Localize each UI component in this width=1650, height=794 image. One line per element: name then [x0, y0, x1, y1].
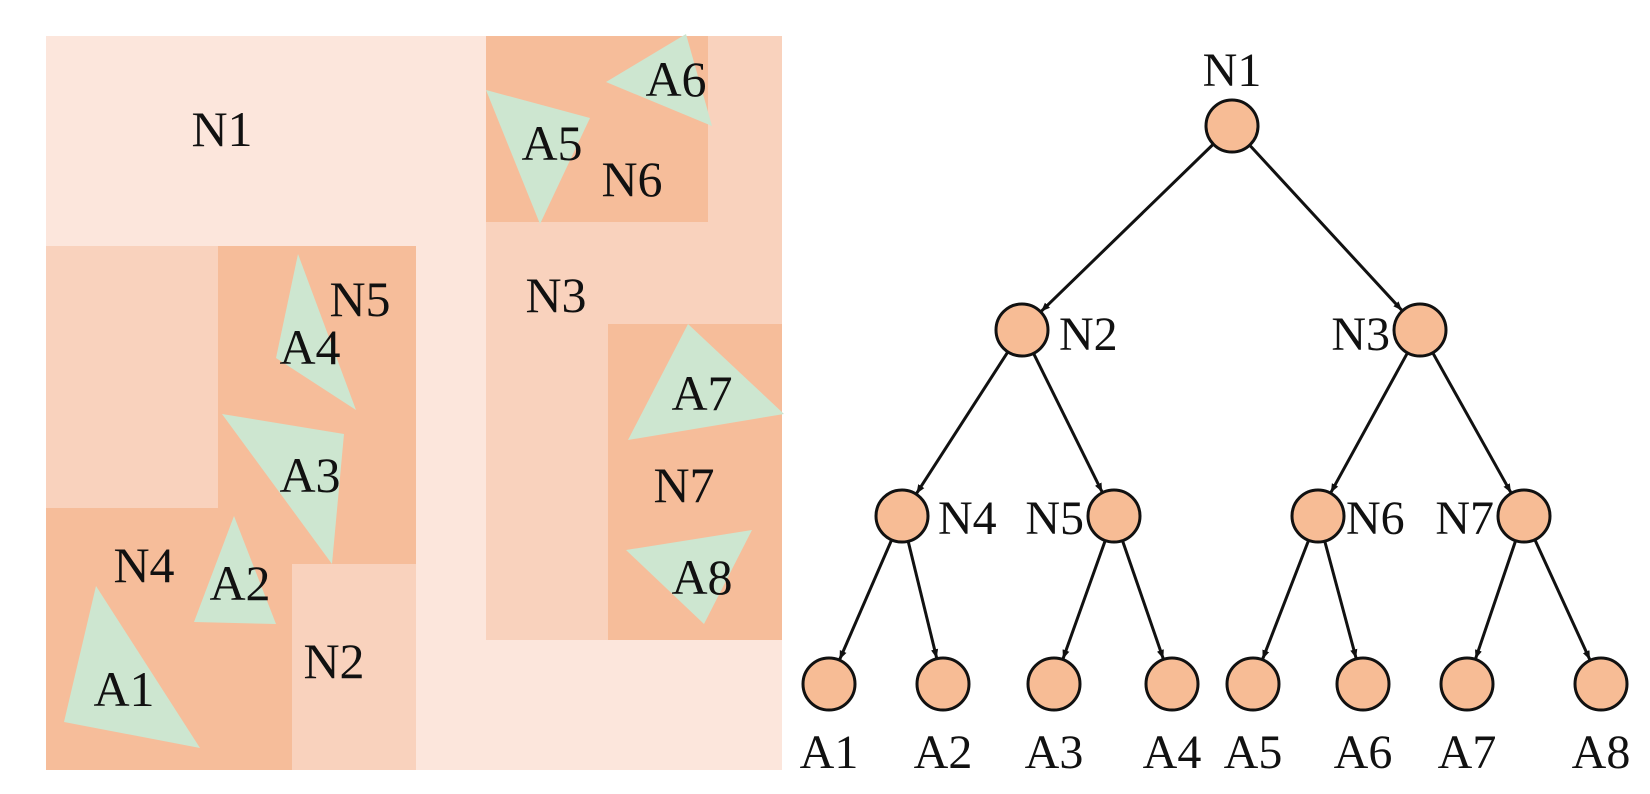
- tree-label-n7: N7: [1435, 492, 1494, 545]
- tree-label-n6: N6: [1346, 492, 1405, 545]
- tree-node-n7: [1496, 488, 1552, 544]
- tree-label-a2: A2: [914, 726, 973, 779]
- tree-edge-n2-n4: [915, 351, 1010, 495]
- tree-edge-n2-n5: [1032, 352, 1104, 493]
- tree-node-a5: [1225, 656, 1281, 712]
- object-a5-triangle: [486, 90, 590, 224]
- tree-edge-n5-a4: [1121, 540, 1165, 659]
- tree-edge-n3-n7: [1431, 351, 1513, 494]
- object-a2-triangle: [194, 516, 276, 624]
- tree-label-a1: A1: [800, 726, 859, 779]
- object-a8-triangle: [626, 530, 752, 624]
- tree-edge-n4-a2: [906, 540, 939, 659]
- region-label-n5: N5: [329, 271, 390, 327]
- tree-label-n2: N2: [1059, 308, 1118, 361]
- tree-node-a6: [1335, 656, 1391, 712]
- object-label-a1: A1: [93, 661, 154, 717]
- tree-label-a5: A5: [1224, 726, 1283, 779]
- object-label-a5: A5: [521, 115, 582, 171]
- object-a3-triangle: [222, 414, 344, 564]
- tree-label-a8: A8: [1572, 726, 1631, 779]
- tree-node-a3: [1026, 656, 1082, 712]
- tree-edge-n7-a7: [1474, 540, 1518, 659]
- tree-label-a4: A4: [1143, 726, 1202, 779]
- object-label-a8: A8: [671, 549, 732, 605]
- object-label-a2: A2: [209, 555, 270, 611]
- tree-panel: N1 N2 N3 N4 N5 N6 N7 A1 A2 A3 A4 A5 A6 A…: [800, 44, 1631, 779]
- tree-node-a1: [801, 656, 857, 712]
- tree-label-n4: N4: [938, 492, 997, 545]
- object-label-a3: A3: [279, 447, 340, 503]
- tree-node-n3: [1392, 302, 1448, 358]
- object-a7-triangle: [628, 324, 784, 440]
- region-label-n1: N1: [191, 101, 252, 157]
- object-a1-triangle: [64, 586, 200, 748]
- tree-edge-n1-n2: [1040, 143, 1215, 313]
- region-label-n4: N4: [113, 537, 174, 593]
- tree-label-a6: A6: [1334, 726, 1393, 779]
- tree-edge-n7-a8: [1533, 539, 1592, 661]
- tree-node-n5: [1086, 488, 1142, 544]
- region-label-n7: N7: [653, 457, 714, 513]
- object-label-a6: A6: [645, 51, 706, 107]
- tree-node-n2: [994, 302, 1050, 358]
- tree-edge-n4-a1: [838, 539, 894, 660]
- tree-label-a3: A3: [1025, 726, 1084, 779]
- object-label-a7: A7: [671, 365, 732, 421]
- tree-node-a8: [1573, 656, 1629, 712]
- tree-node-a7: [1439, 656, 1495, 712]
- object-label-a4: A4: [279, 319, 340, 375]
- object-a6-triangle: [606, 34, 712, 126]
- tree-edge-n6-a5: [1261, 539, 1311, 660]
- tree-edges: [838, 143, 1592, 661]
- tree-label-n3: N3: [1331, 308, 1390, 361]
- region-label-n6: N6: [601, 151, 662, 207]
- tree-node-n6: [1290, 488, 1346, 544]
- tree-node-a2: [915, 656, 971, 712]
- spatial-partition-panel: N1 N2 N3 N4 N5 N6 N7 A1 A2 A3 A4 A5 A6 A…: [46, 34, 784, 770]
- tree-label-n5: N5: [1025, 492, 1084, 545]
- object-a4-triangle: [276, 254, 356, 410]
- tree-edge-n6-a6: [1323, 540, 1358, 659]
- region-label-n2: N2: [303, 633, 364, 689]
- region-label-n3: N3: [525, 267, 586, 323]
- tree-label-n1: N1: [1203, 44, 1262, 97]
- tree-edge-n5-a3: [1061, 539, 1107, 660]
- tree-node-n1: [1204, 98, 1260, 154]
- tree-nodes: [801, 98, 1629, 712]
- tree-label-a7: A7: [1438, 726, 1497, 779]
- tree-node-n4: [874, 488, 930, 544]
- tree-edge-n3-n6: [1329, 352, 1409, 494]
- tree-node-a4: [1144, 656, 1200, 712]
- tree-edge-n1-n3: [1248, 144, 1403, 312]
